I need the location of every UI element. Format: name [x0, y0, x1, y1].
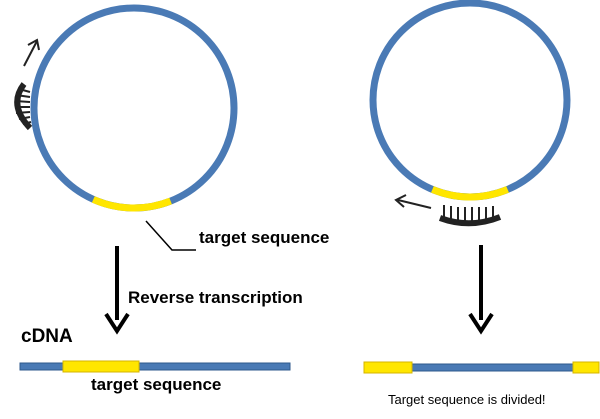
- right-circular-rna: [369, 0, 571, 201]
- cdna-strand: [19, 360, 291, 373]
- left-rna-circle: [30, 4, 238, 212]
- target-leader-line: [145, 220, 196, 251]
- target-divided-note: Target sequence is divided!: [388, 392, 546, 407]
- right-primer-extension-arrow: [397, 199, 432, 209]
- divided-target-left-segment: [363, 361, 413, 374]
- target-sequence-label-top: target sequence: [199, 228, 329, 247]
- left-primer: [14, 38, 40, 131]
- left-primer-teeth: [14, 88, 32, 125]
- right-target-segment: [431, 186, 509, 201]
- divided-strand: [363, 361, 600, 374]
- right-primer-teeth: [443, 205, 494, 223]
- right-primer: [394, 194, 502, 227]
- right-down-arrow: [468, 245, 494, 335]
- cdna-label: cDNA: [21, 326, 73, 347]
- left-arrowhead-icon: [27, 38, 40, 51]
- right-arrowhead-icon: [394, 194, 407, 208]
- right-rna-circle: [369, 0, 571, 201]
- left-primer-extension-arrow: [23, 40, 38, 67]
- reverse-transcription-label: Reverse transcription: [128, 288, 303, 307]
- left-primer-backbone: [14, 82, 33, 131]
- left-circular-rna: [30, 4, 238, 212]
- cdna-strand-bar: [19, 362, 291, 371]
- left-down-arrow: [104, 246, 130, 335]
- cdna-target-segment: [62, 360, 140, 373]
- divided-target-right-segment: [572, 361, 600, 374]
- target-sequence-label-bottom: target sequence: [91, 375, 221, 394]
- left-target-segment: [91, 196, 172, 212]
- right-primer-backbone: [438, 214, 502, 227]
